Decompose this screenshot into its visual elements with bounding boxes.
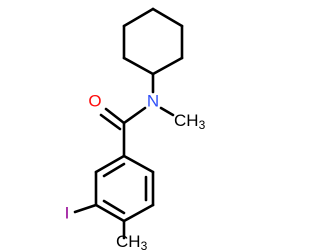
cyclohexane-bond	[122, 7, 155, 28]
n-methyl-bond	[159, 106, 175, 117]
n-methyl-symbol: CH	[174, 111, 199, 130]
benzene-bond	[122, 154, 155, 174]
cyclohexane-bond	[151, 7, 184, 28]
benzene-ring	[94, 154, 155, 223]
nitrogen-atom-label: N	[147, 92, 159, 111]
cyclohexane-bond	[151, 56, 184, 76]
c-iodine-bond	[73, 203, 98, 214]
ring-methyl-label: CH3	[116, 232, 148, 250]
benzene-inner-bond	[102, 162, 126, 178]
oxygen-atom-label: O	[88, 92, 101, 111]
n-methyl-label: CH3	[174, 111, 206, 133]
iodine-atom-label: I	[65, 204, 70, 223]
ring-methyl-symbol: CH	[116, 232, 141, 250]
carbonyl-n-bond	[122, 106, 147, 125]
carbonyl-double-bond	[99, 113, 122, 131]
molecule-structure: O N CH3 I CH3	[65, 7, 206, 250]
benzene-bond	[94, 154, 126, 174]
ring-methyl-subscript: 3	[141, 239, 148, 250]
benzene-inner-bond	[102, 199, 126, 215]
carbonyl-double-bond	[104, 107, 126, 125]
benzene-bond	[122, 203, 155, 223]
benzene-bond	[94, 203, 126, 223]
cyclohexane-ring	[122, 7, 184, 76]
n-methyl-subscript: 3	[199, 118, 206, 132]
cyclohexane-bond	[122, 56, 155, 76]
